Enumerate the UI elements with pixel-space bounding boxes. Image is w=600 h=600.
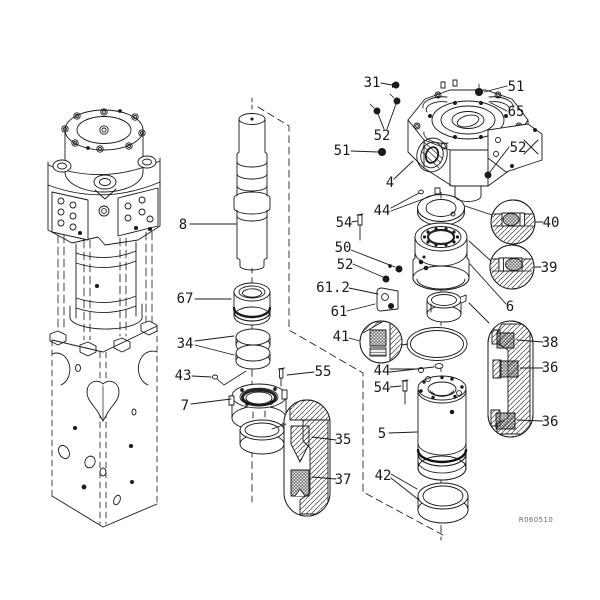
part-label-44: 44 bbox=[373, 203, 391, 219]
part-61-valve-clip bbox=[376, 287, 399, 312]
part-label-41: 41 bbox=[332, 329, 350, 345]
part-label-44-2: 44 bbox=[373, 363, 391, 379]
part-label-54: 54 bbox=[335, 215, 353, 231]
part-label-39: 39 bbox=[540, 260, 558, 276]
right-port-block bbox=[487, 123, 543, 173]
part-label-5: 5 bbox=[377, 426, 387, 442]
part-label-4: 4 bbox=[385, 175, 395, 191]
drawing-code: R060510 bbox=[518, 516, 554, 524]
part-label-52-3: 52 bbox=[336, 257, 354, 273]
upper-flange bbox=[47, 155, 161, 191]
part-label-54-2: 54 bbox=[373, 380, 391, 396]
detail-circle-39 bbox=[489, 244, 535, 290]
part-label-65: 65 bbox=[507, 104, 525, 120]
part-label-51-2: 51 bbox=[507, 79, 525, 95]
part-34-rings bbox=[235, 328, 271, 370]
detail-circle-41 bbox=[359, 320, 403, 364]
top-cap bbox=[61, 108, 146, 193]
part-label-52-2: 52 bbox=[509, 140, 527, 156]
left-manifold bbox=[51, 191, 89, 241]
fastener-bolts bbox=[369, 81, 492, 283]
part-42-ring bbox=[417, 482, 469, 524]
detail-circle-40 bbox=[490, 199, 536, 245]
cylinder-body bbox=[69, 241, 143, 330]
assembled-breaker bbox=[47, 108, 161, 528]
o-ring bbox=[406, 327, 468, 361]
part-label-37: 37 bbox=[334, 472, 352, 488]
cap-bolts bbox=[61, 108, 146, 153]
leader-lines bbox=[189, 82, 544, 501]
part-label-43: 43 bbox=[174, 368, 192, 384]
part-label-51: 51 bbox=[333, 143, 351, 159]
ring-below-nut bbox=[239, 419, 285, 455]
part-label-34: 34 bbox=[176, 336, 194, 352]
part-label-52: 52 bbox=[373, 128, 391, 144]
part-54-pins bbox=[356, 213, 409, 405]
part-label-36: 36 bbox=[541, 360, 559, 376]
detail-stadium-35-37 bbox=[283, 399, 331, 517]
part-4-valve-head bbox=[407, 79, 543, 202]
part-label-40: 40 bbox=[542, 215, 560, 231]
part-44-lower-balls bbox=[418, 363, 444, 373]
part-label-8: 8 bbox=[178, 217, 188, 233]
part-label-67: 67 bbox=[176, 291, 194, 307]
part-44-seat-washer bbox=[417, 187, 465, 226]
detail-stadium-36-38 bbox=[487, 320, 534, 438]
part-8-piston bbox=[233, 113, 271, 271]
part-label-36-2: 36 bbox=[541, 414, 559, 430]
part-label-55: 55 bbox=[314, 364, 332, 380]
part-label-61-2: 61.2 bbox=[316, 280, 350, 296]
part-label-42: 42 bbox=[374, 468, 392, 484]
part-67-bushing bbox=[232, 282, 272, 326]
part-label-50: 50 bbox=[334, 240, 352, 256]
part-label-35: 35 bbox=[334, 432, 352, 448]
housing-box bbox=[49, 320, 158, 528]
part-55-pin bbox=[278, 367, 285, 387]
part-label-38: 38 bbox=[541, 335, 559, 351]
part-6-cylinder-upper bbox=[412, 222, 470, 291]
part-label-7: 7 bbox=[180, 398, 190, 414]
part-label-6: 6 bbox=[505, 299, 515, 315]
part-43-pin bbox=[211, 370, 247, 386]
part-label-31: 31 bbox=[363, 75, 381, 91]
right-manifold bbox=[117, 187, 159, 237]
part-label-61: 61 bbox=[330, 304, 348, 320]
part-5-cylinder-lower bbox=[416, 375, 468, 481]
valve-block bbox=[47, 181, 161, 246]
bushing-below-6 bbox=[426, 291, 467, 323]
